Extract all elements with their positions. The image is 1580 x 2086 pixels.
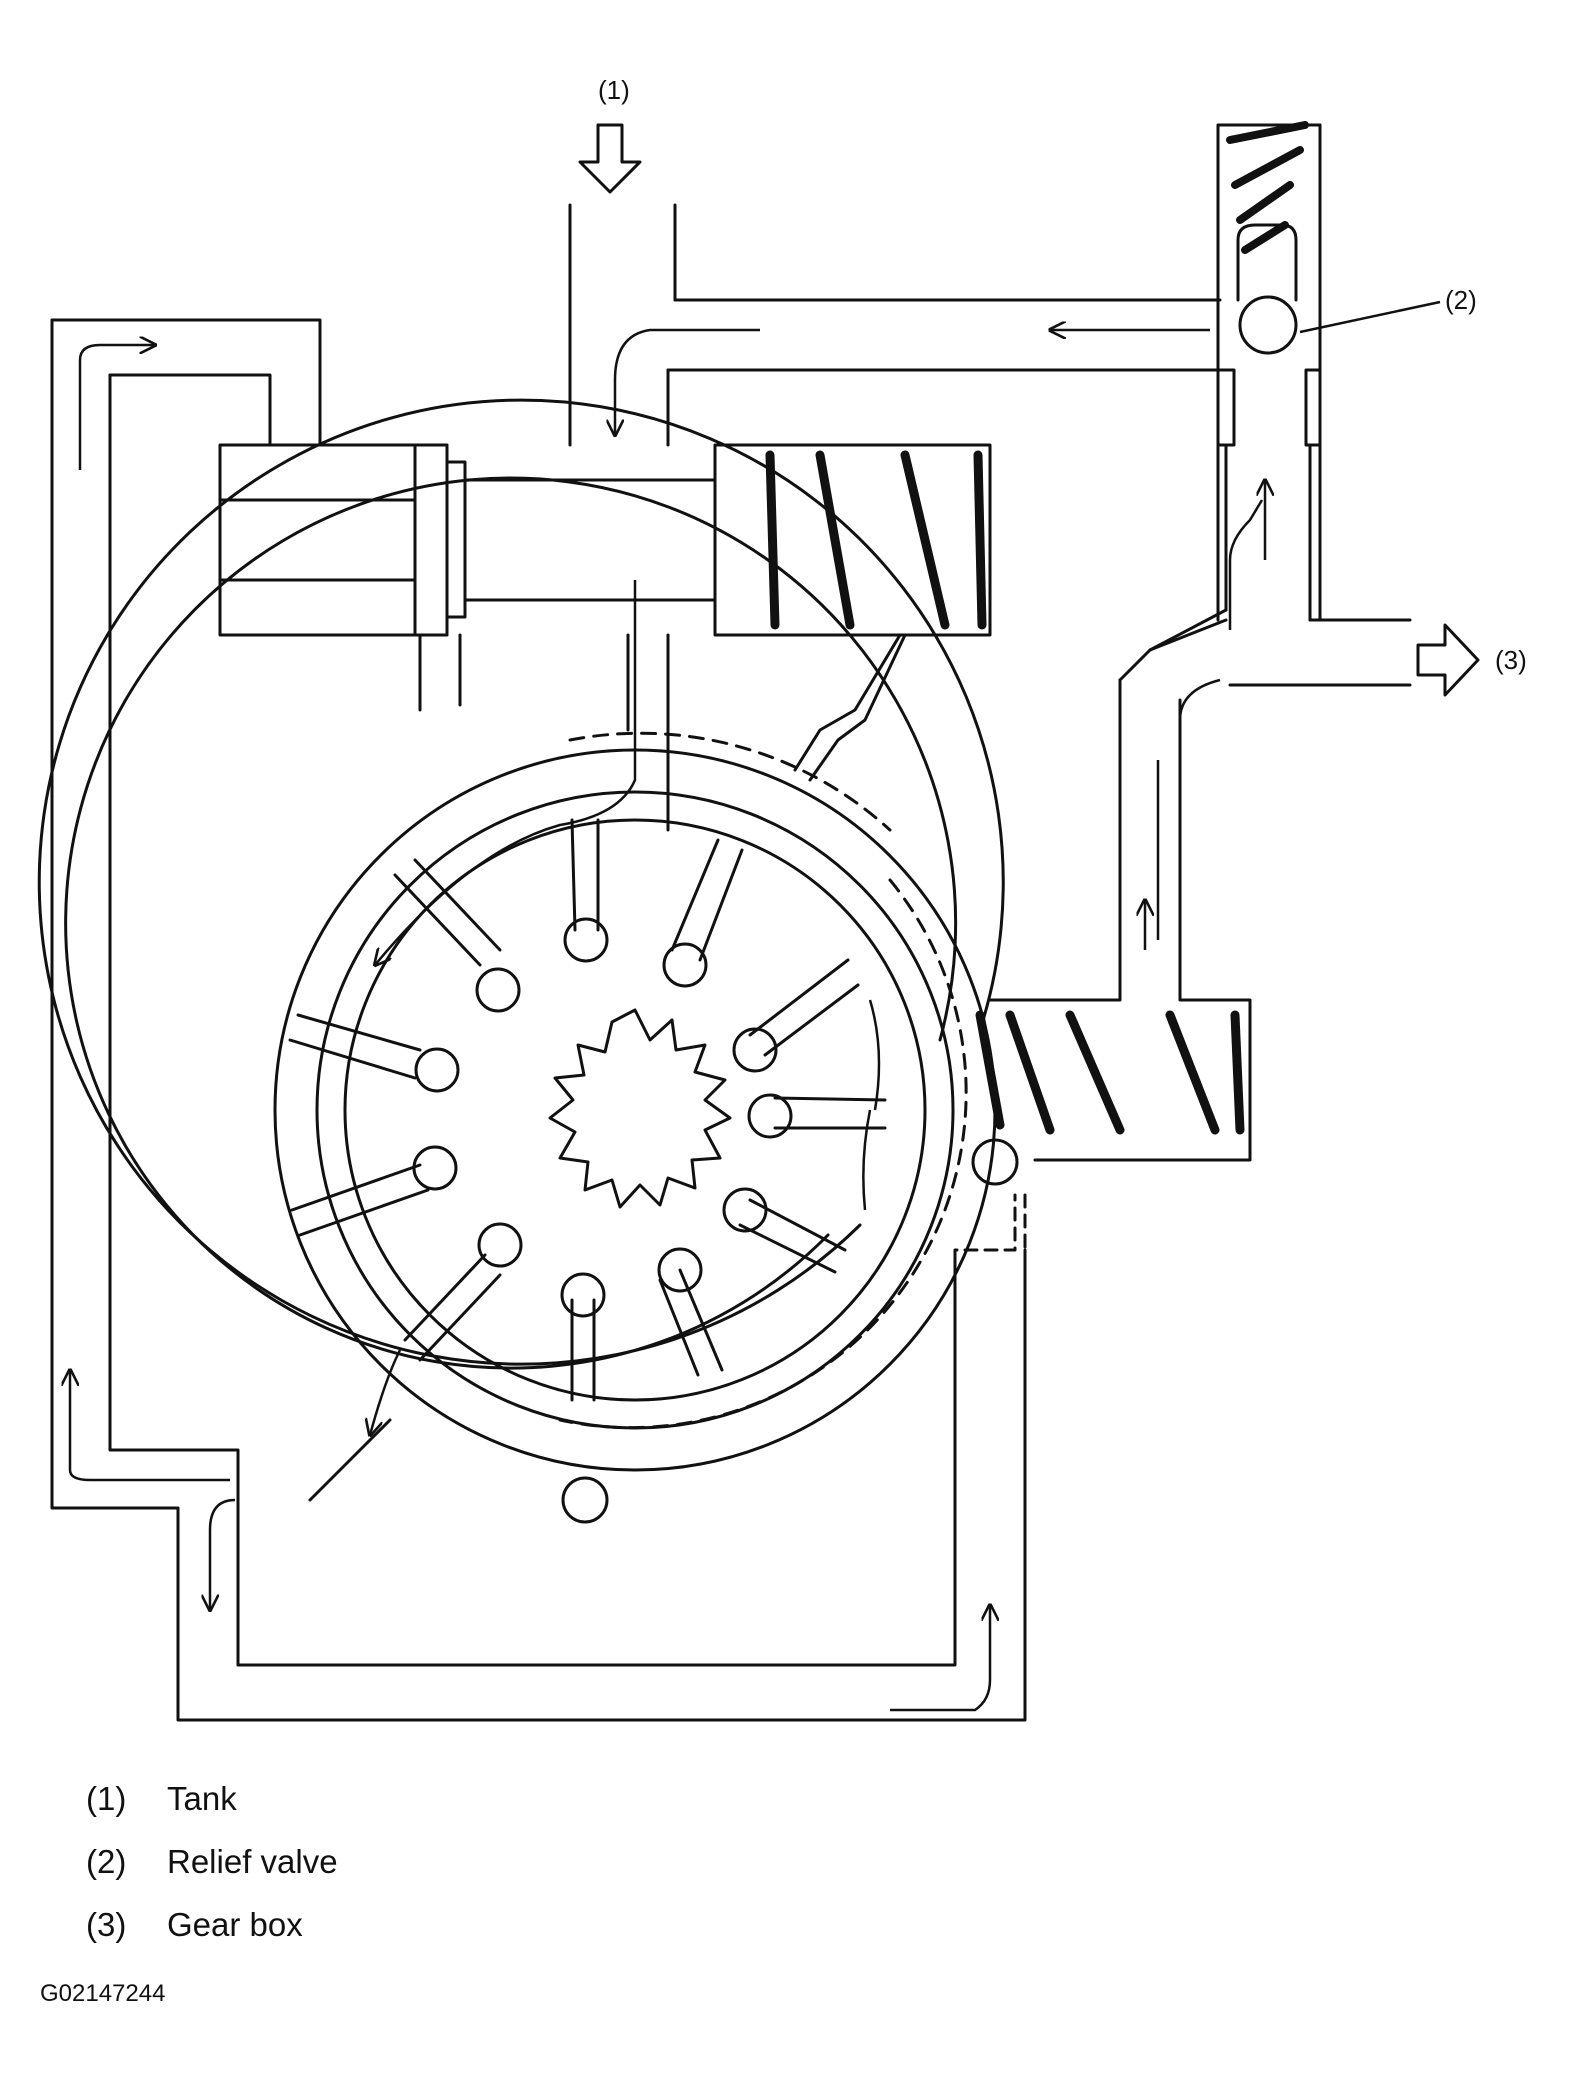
callout-tank: (1) [598,75,630,105]
callout-relief-valve: (2) [1445,285,1477,315]
legend-label: Relief valve [167,1843,338,1880]
inlet-arrow-icon [578,123,642,194]
check-ball-icon [971,1138,1019,1186]
figure-id: G02147244 [40,1980,166,2007]
pump-body [37,398,1005,1472]
legend-item: (3) Gear box [86,1906,338,1969]
legend: (1) Tank (2) Relief valve (3) Gear box [86,1780,338,1969]
relief-valve [1148,121,1412,687]
pump-diagram [37,121,1480,1722]
legend-number: (3) [86,1906,127,1943]
pump-vanes [288,818,887,1402]
callout-gear-box: (3) [1495,645,1527,675]
tank-inlet [568,123,1222,447]
legend-item: (1) Tank [86,1780,338,1843]
rotor-spline-icon [548,1008,732,1209]
legend-number: (1) [86,1780,127,1817]
check-ball-icon [561,1476,609,1524]
leader-line [1299,300,1441,334]
bypass-channel [50,318,1027,1722]
legend-item: (2) Relief valve [86,1843,338,1906]
discharge-chamber [975,618,1252,1162]
spool-spring-icon [765,450,987,630]
control-spool [218,443,992,832]
legend-label: Tank [167,1780,237,1817]
legend-number: (2) [86,1843,127,1880]
gearbox-arrow-icon [1416,623,1480,697]
relief-spring-icon [1226,121,1309,254]
legend-label: Gear box [167,1906,303,1943]
relief-ball-icon [1238,295,1298,355]
